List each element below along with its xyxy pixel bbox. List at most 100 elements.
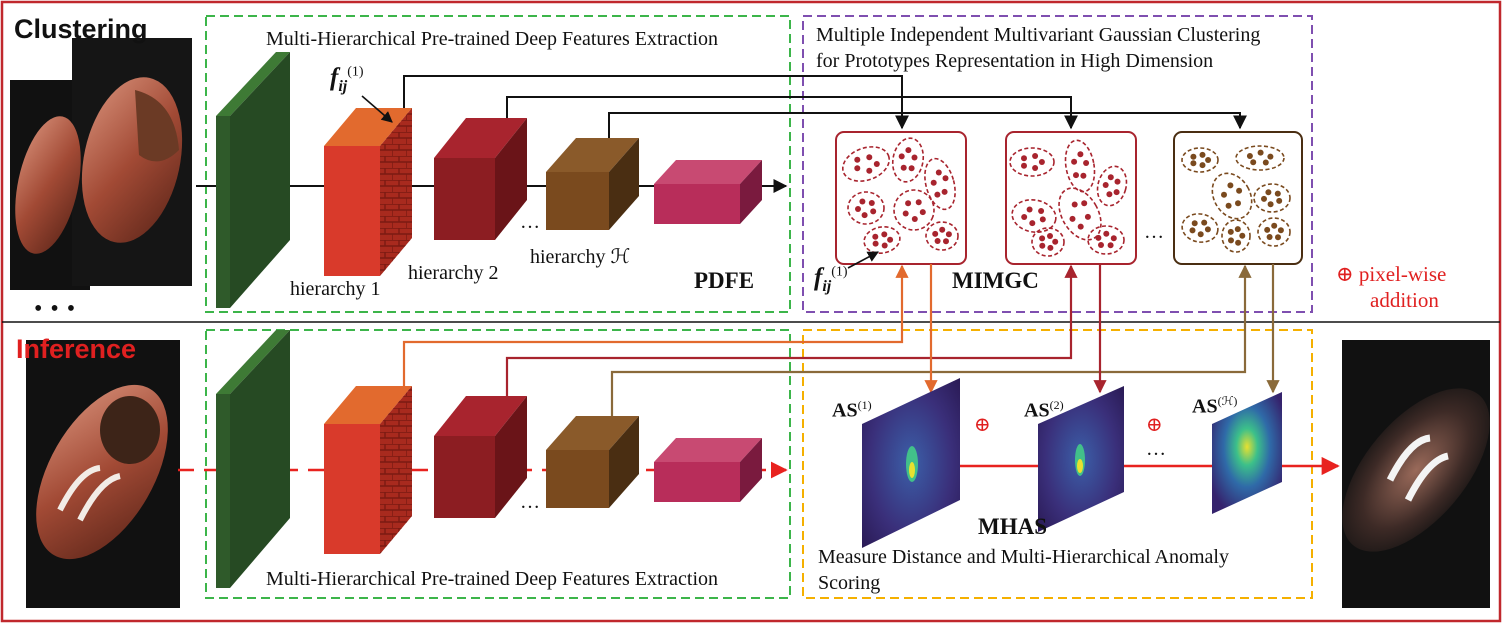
feature-dot: [1205, 157, 1212, 163]
bottom-ellipsis: …: [520, 491, 540, 513]
gaussian-ellipse: [1011, 198, 1057, 234]
gaussian-ellipse: [841, 146, 891, 182]
as-label-h: AS(ℋ): [1192, 394, 1238, 418]
feature-dot: [1107, 174, 1114, 181]
feature-dot: [1277, 227, 1284, 234]
feature-dot: [1038, 159, 1045, 165]
feature-dot: [1228, 237, 1234, 244]
feature-dot: [943, 238, 949, 245]
bottom-output-block: [654, 438, 762, 502]
mimgc-abbr: MIMGC: [952, 268, 1039, 293]
feature-dot: [905, 200, 912, 207]
feature-dot: [1274, 190, 1281, 197]
top-hierarchy-h-block: [546, 138, 639, 230]
feature-dot: [1239, 232, 1246, 239]
as-label-1: AS(1): [832, 398, 872, 422]
mimgc-box: [802, 15, 1313, 313]
plus-symbol-2: ⊕: [1146, 414, 1163, 436]
pdfe-title-top: Multi-Hierarchical Pre-trained Deep Feat…: [266, 28, 719, 50]
legend-line1: ⊕ pixel-wise: [1336, 262, 1447, 286]
anomaly-score-map-h: [1212, 392, 1282, 514]
feature-dot: [1073, 172, 1079, 179]
feature-dot: [1039, 235, 1046, 242]
feature-dot: [1264, 226, 1271, 233]
feature-arrow-cluster: [847, 251, 879, 269]
feature-dot: [911, 154, 918, 161]
feature-dot: [1081, 200, 1088, 207]
link-h1-up: [402, 264, 909, 386]
feature-dot: [1199, 151, 1206, 158]
feature-dot: [1271, 222, 1278, 229]
feature-dot: [935, 169, 942, 176]
feature-dot: [1038, 208, 1045, 214]
feature-dot: [932, 230, 939, 237]
link-hh-up: [610, 264, 1252, 416]
feature-dot: [1071, 158, 1078, 165]
feature-dot: [1102, 182, 1109, 188]
feature-dot: [908, 165, 915, 172]
feature-dot: [1204, 226, 1211, 233]
feature-dot: [1221, 191, 1227, 198]
feature-dot: [1021, 155, 1027, 162]
feature-dot: [1098, 242, 1104, 248]
pdfe-abbr: PDFE: [694, 268, 755, 293]
gaussian-cluster-box-h: [1173, 131, 1303, 265]
feature-arrow-top: [361, 95, 393, 123]
feature-label-cluster: fij(1): [814, 264, 848, 295]
feature-dot: [872, 233, 879, 240]
gaussian-ellipse: [1181, 213, 1219, 243]
feature-dot: [859, 198, 866, 205]
cluster-ellipsis: …: [1144, 221, 1164, 243]
feature-dot: [1227, 228, 1234, 235]
gaussian-ellipse: [1058, 187, 1102, 241]
feature-dot: [854, 165, 861, 172]
gaussian-ellipse: [1253, 183, 1291, 213]
anomaly-score-map-1: [862, 378, 960, 548]
feature-dot: [1095, 234, 1102, 241]
feature-dot: [1029, 220, 1036, 227]
feature-dot: [1191, 220, 1198, 227]
mhas-abbr: MHAS: [978, 514, 1047, 539]
feature-dot: [1201, 219, 1208, 226]
bottom-hierarchy-h-block: [546, 416, 639, 508]
feature-dot: [1021, 214, 1028, 220]
gaussian-ellipse: [893, 189, 935, 231]
feature-dot: [1225, 202, 1232, 209]
feature-dot: [1083, 160, 1090, 166]
feature-dot: [866, 154, 873, 161]
gaussian-ellipse: [1064, 139, 1096, 193]
feature-dot: [854, 156, 861, 163]
feature-dot: [911, 216, 918, 222]
mhas-title-line1: Measure Distance and Multi-Hierarchical …: [818, 546, 1229, 568]
feature-dot: [902, 210, 909, 217]
feature-dot: [1107, 242, 1114, 249]
feature-dot: [1267, 201, 1274, 208]
pdfe-title-bottom: Multi-Hierarchical Pre-trained Deep Feat…: [266, 568, 719, 590]
feature-dot: [941, 188, 948, 195]
feature-dot: [1236, 187, 1243, 194]
feature-dot: [1032, 153, 1039, 159]
feature-dot: [1113, 189, 1120, 196]
feature-dot: [1047, 244, 1054, 251]
feature-dot: [1234, 226, 1241, 233]
feature-dot: [1080, 172, 1087, 179]
skip-h1: [403, 75, 909, 130]
feature-dot: [945, 231, 952, 238]
feature-dot: [1275, 234, 1281, 241]
feature-dot: [934, 191, 941, 198]
feature-dot: [1026, 206, 1033, 213]
gaussian-ellipse: [1087, 225, 1125, 255]
feature-dot: [942, 175, 949, 182]
feature-dot: [1077, 223, 1084, 230]
bottom-hierarchy-2-block: [434, 396, 527, 518]
feature-dot: [930, 179, 937, 186]
feature-dot: [1227, 182, 1234, 189]
output-anomaly-image: [1342, 340, 1490, 608]
input-image-stack: [10, 38, 192, 290]
feature-dot: [1103, 230, 1110, 237]
mhas-ellipsis: …: [1146, 438, 1166, 460]
as-label-2: AS(2): [1024, 398, 1064, 422]
feature-dot: [866, 167, 873, 174]
feature-dot: [1197, 231, 1204, 238]
